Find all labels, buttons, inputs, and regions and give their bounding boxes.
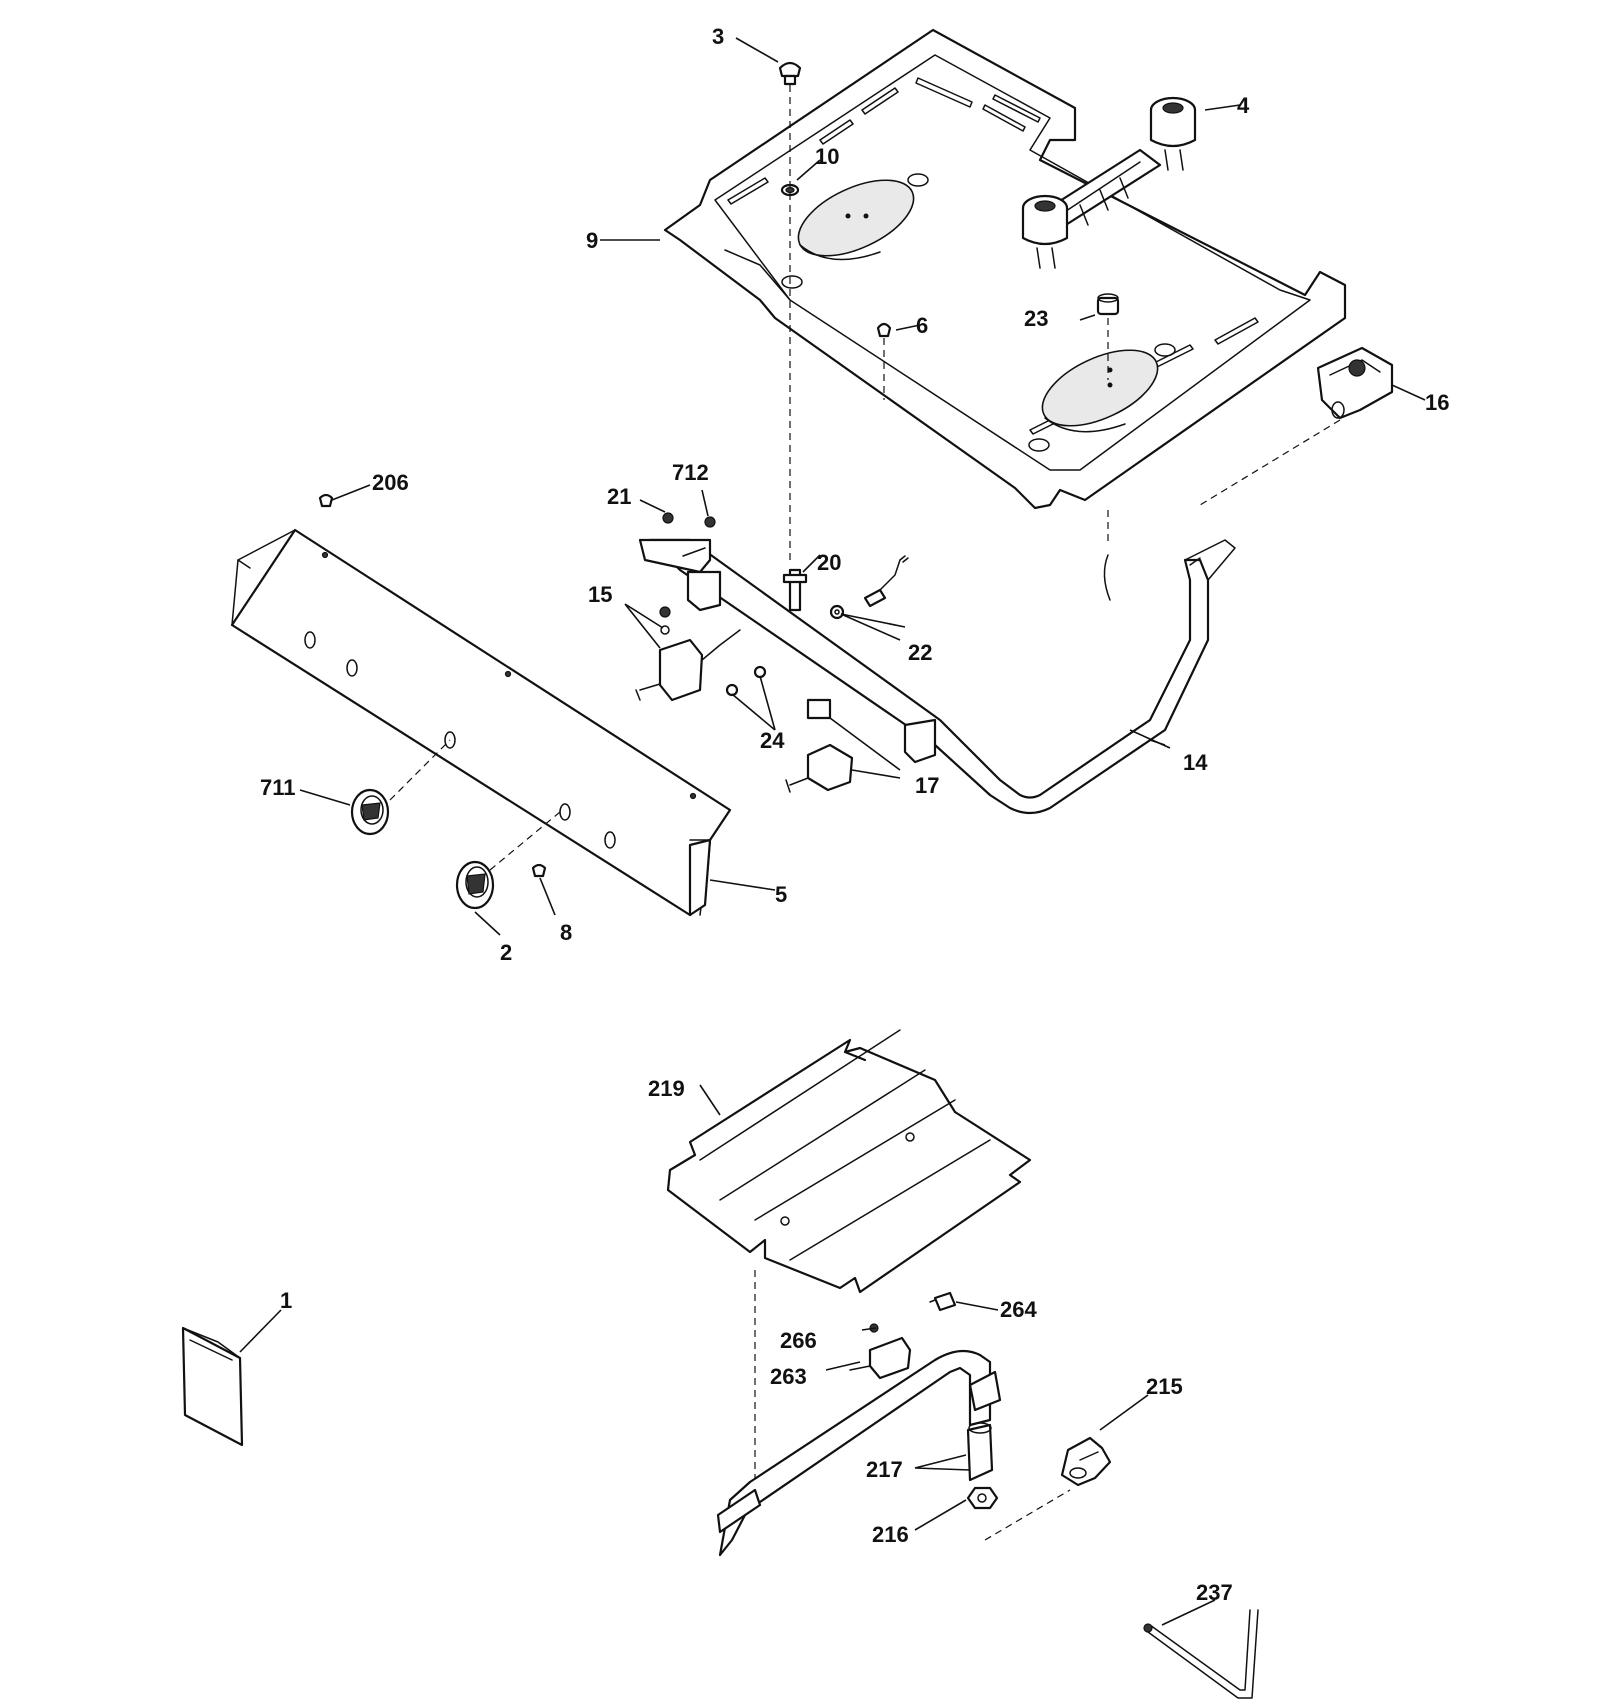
screw-part-8 — [531, 863, 547, 878]
callout-21: 21 — [607, 484, 631, 509]
orifice-part-23 — [1096, 293, 1120, 316]
nut-part-216 — [966, 1486, 999, 1510]
callout-24: 24 — [760, 728, 785, 753]
manifold-panel-part-5 — [230, 528, 732, 917]
washer-part-24 — [725, 665, 767, 697]
callout-3: 3 — [712, 24, 724, 49]
callout-15: 15 — [588, 582, 612, 607]
knob-part-711 — [350, 788, 390, 836]
callout-23: 23 — [1024, 306, 1048, 331]
igniter-part-263 — [849, 1336, 912, 1380]
burner-box-part-9 — [663, 28, 1347, 510]
callout-219: 219 — [648, 1076, 685, 1101]
callout-14: 14 — [1183, 750, 1208, 775]
callout-4: 4 — [1237, 93, 1250, 118]
callout-20: 20 — [817, 550, 841, 575]
callout-206: 206 — [372, 470, 409, 495]
callout-215: 215 — [1146, 1374, 1183, 1399]
screw-part-206 — [318, 493, 334, 508]
callout-237: 237 — [1196, 1580, 1233, 1605]
burner-tube-part-217 — [716, 1349, 1002, 1557]
callout-711: 711 — [260, 775, 296, 800]
electrode-part-264 — [929, 1291, 957, 1312]
bottom-plate-part-219 — [666, 1029, 1032, 1294]
callout-263: 263 — [770, 1364, 807, 1389]
manifold-part-14 — [648, 538, 1236, 815]
callout-217: 217 — [866, 1457, 903, 1482]
callout-10: 10 — [815, 144, 839, 169]
callout-5: 5 — [775, 882, 787, 907]
callout-labels: 3 4 10 9 6 23 16 206 712 21 20 15 22 24 … — [260, 24, 1449, 1605]
valve-part-15 — [635, 606, 741, 702]
callout-8: 8 — [560, 920, 572, 945]
callout-16: 16 — [1425, 390, 1449, 415]
burner-valve-assembly-part-4 — [1021, 96, 1197, 269]
callout-2: 2 — [500, 940, 512, 965]
callout-9: 9 — [586, 228, 598, 253]
callout-712: 712 — [672, 460, 709, 485]
callout-6: 6 — [916, 313, 928, 338]
screw-part-6 — [876, 322, 892, 338]
callout-17: 17 — [915, 773, 939, 798]
callout-22: 22 — [908, 640, 932, 665]
callout-264: 264 — [1000, 1297, 1037, 1322]
literature-envelope-part-1 — [181, 1326, 244, 1447]
leader-lines — [239, 37, 1426, 1626]
screw-part-3 — [778, 61, 802, 86]
callout-1: 1 — [280, 1288, 292, 1313]
tube-part-237 — [1143, 1609, 1259, 1699]
callout-266: 266 — [780, 1328, 817, 1353]
callout-216: 216 — [872, 1522, 909, 1547]
bracket-part-16 — [1316, 346, 1394, 420]
knob-part-2 — [455, 860, 495, 910]
bracket-part-215 — [1060, 1436, 1112, 1487]
valve-part-17 — [785, 698, 854, 793]
bracket-part-21 — [638, 512, 716, 574]
washer-part-22 — [829, 604, 845, 620]
